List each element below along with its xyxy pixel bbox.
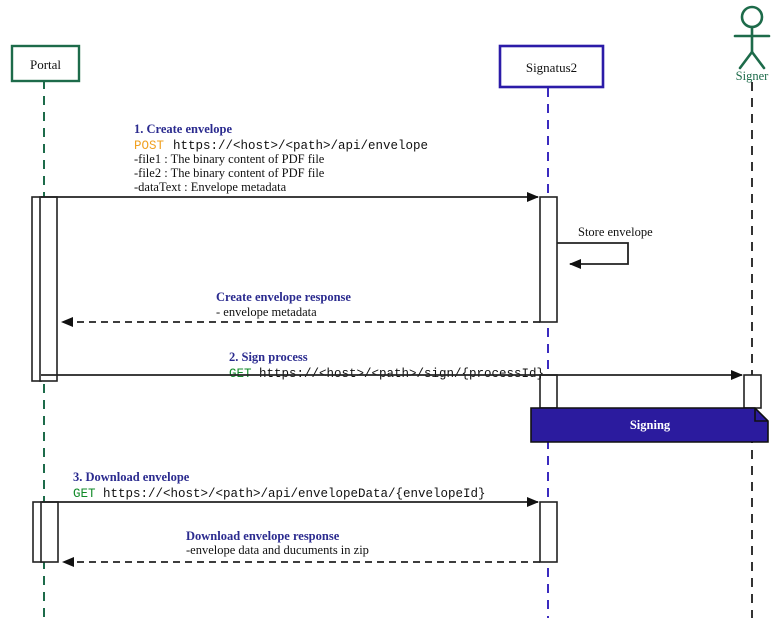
participant-portal[interactable]: Portal	[10, 44, 81, 83]
participant-signatus2-box[interactable]	[498, 44, 605, 89]
note-signing[interactable]: Signing	[530, 407, 769, 443]
activation-signatus2-download	[539, 501, 558, 563]
message-self-store-envelope[interactable]: Store envelope	[557, 225, 653, 269]
actor-stick-figure-icon	[733, 5, 771, 70]
message-1-url: https://<host>/<path>/api/envelope	[173, 139, 428, 153]
message-3-verb: GET	[73, 487, 96, 501]
participant-portal-label: Portal	[30, 57, 61, 72]
message-1-param-0: -file1 : The binary content of PDF file	[134, 152, 325, 166]
message-3-heading: 3. Download envelope	[73, 470, 190, 484]
message-1-create-envelope[interactable]: 1. Create envelope POST https://<host>/<…	[41, 122, 539, 202]
message-self-label: Store envelope	[578, 225, 653, 239]
participant-signer-label: Signer	[736, 69, 769, 83]
message-3-url: https://<host>/<path>/api/envelopeData/{…	[103, 487, 486, 501]
message-create-envelope-response[interactable]: Create envelope response - envelope meta…	[61, 290, 540, 327]
message-2-url: https://<host>/<path>/sign/{processId}	[259, 367, 544, 381]
message-1-heading: 1. Create envelope	[134, 122, 232, 136]
participant-signatus2[interactable]: Signatus2	[498, 44, 605, 89]
message-1-param-1: -file2 : The binary content of PDF file	[134, 166, 325, 180]
message-2-heading: 2. Sign process	[229, 350, 308, 364]
message-1-param-2: -dataText : Envelope metadata	[134, 180, 287, 194]
activation-signer	[743, 374, 762, 409]
message-r1-param-0: - envelope metadata	[216, 305, 317, 319]
message-3-download-envelope[interactable]: 3. Download envelope GET https://<host>/…	[42, 470, 539, 507]
message-2-verb: GET	[229, 367, 252, 381]
message-2-sign-process[interactable]: 2. Sign process GET https://<host>/<path…	[41, 350, 743, 381]
activation-portal-download-inner	[40, 501, 59, 563]
message-r1-heading: Create envelope response	[216, 290, 351, 304]
note-signing-body	[530, 407, 769, 443]
note-signing-label: Signing	[630, 418, 671, 432]
activation-portal-inner	[39, 196, 58, 382]
message-r3-param-0: -envelope data and ducuments in zip	[186, 543, 369, 557]
participant-portal-box[interactable]	[10, 44, 81, 83]
message-1-verb: POST	[134, 139, 165, 153]
message-r3-heading: Download envelope response	[186, 529, 340, 543]
message-download-envelope-response[interactable]: Download envelope response -envelope dat…	[62, 529, 540, 567]
note-signing-fold-icon	[754, 408, 768, 422]
participant-signatus2-label: Signatus2	[526, 60, 577, 75]
participant-signer[interactable]: Signer	[733, 5, 771, 83]
activation-signatus2-first	[539, 196, 558, 323]
message-self-arrow[interactable]	[557, 242, 629, 269]
